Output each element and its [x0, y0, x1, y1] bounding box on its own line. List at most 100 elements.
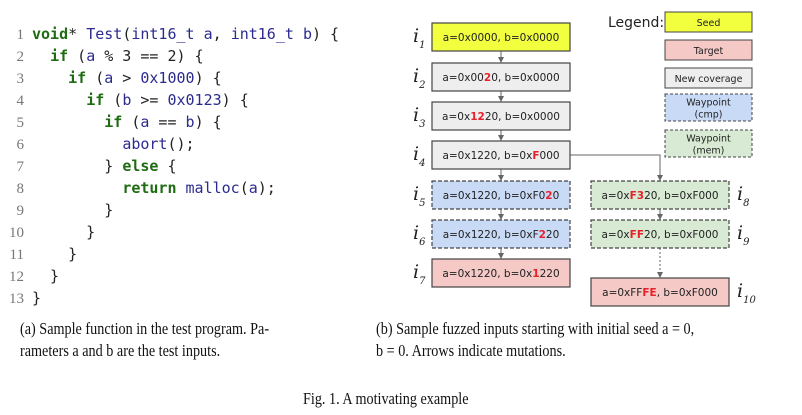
mutated-bytes: 2	[545, 190, 552, 202]
code-line: 6 abort();	[0, 133, 339, 155]
caption-b-line1: (b) Sample fuzzed inputs starting with i…	[376, 319, 695, 338]
value-text: 0, b=0x0000	[491, 72, 559, 84]
code-text: ) {	[311, 25, 340, 43]
code-text: ==	[149, 113, 186, 131]
input-box-i9: a=0xFF20, b=0xF000 i9	[590, 219, 750, 249]
code-text	[32, 135, 122, 153]
value-text: 20, b=0xF000	[644, 229, 718, 241]
mutated-bytes: 2	[484, 72, 491, 84]
legend-label: New coverage	[675, 74, 743, 85]
code-text: }	[32, 157, 123, 175]
value-text: , b=0xF000	[657, 287, 718, 299]
legend-item-target: Target	[664, 39, 753, 61]
code-text: }	[32, 201, 114, 219]
code-identifier: abort	[122, 135, 168, 153]
code-text: ();	[167, 135, 195, 153]
input-value: a=0x0020, b=0x0000	[442, 72, 559, 84]
input-label: i5	[413, 183, 425, 209]
value-text: 20, b=0xF000	[644, 190, 718, 202]
input-value: a=0x1220, b=0xF000	[442, 150, 559, 162]
input-value: a=0xFF20, b=0xF000	[602, 229, 719, 241]
code-identifier: a	[86, 47, 96, 65]
value-text: a=0xFF	[602, 287, 642, 299]
code-keyword: if	[68, 69, 87, 87]
legend-label: (mem)	[693, 146, 725, 157]
code-identifier: 0x0123	[167, 91, 222, 109]
mutated-bytes: 1	[532, 268, 539, 280]
input-label: i10	[737, 280, 756, 306]
code-identifier: int16_t	[230, 25, 294, 43]
value-text: 000	[540, 150, 560, 162]
code-text: ,	[212, 25, 231, 43]
code-line: 7 } else {	[0, 155, 339, 177]
code-text: ) {	[194, 113, 222, 131]
value-text: 20	[546, 229, 559, 241]
input-label: i9	[737, 222, 750, 248]
input-label: i1	[413, 25, 425, 51]
line-number: 1	[16, 27, 25, 43]
value-text: a=0x	[602, 229, 630, 241]
code-identifier: b	[122, 91, 132, 109]
code-identifier: 0x1000	[140, 69, 195, 87]
code-line: 4 if (b >= 0x0123) {	[0, 89, 339, 111]
code-text: (	[239, 179, 249, 197]
input-box-i10: a=0xFFFE, b=0xF000 i10	[590, 277, 756, 307]
code-text: }	[32, 289, 42, 307]
code-keyword: if	[104, 113, 123, 131]
code-identifier: Test	[86, 25, 123, 43]
value-text: a=0x1220, b=0x	[442, 268, 532, 280]
value-text: a=0x1220, b=0xF0	[443, 190, 546, 202]
code-identifier: a	[203, 25, 213, 43]
line-number: 5	[16, 115, 25, 131]
figure-caption: Fig. 1. A motivating example	[303, 389, 469, 408]
input-label: i2	[413, 65, 425, 91]
code-text: }	[32, 245, 78, 263]
code-identifier: b	[302, 25, 312, 43]
input-label: i6	[413, 222, 426, 248]
code-line: 5 if (a == b) {	[0, 111, 339, 133]
mutation-arrows	[498, 51, 663, 278]
code-line: 12 }	[0, 265, 339, 287]
value-text: 220	[540, 268, 560, 280]
input-value: a=0xFFFE, b=0xF000	[602, 287, 718, 299]
input-value: a=0x0000, b=0x0000	[443, 32, 560, 44]
code-text: >	[113, 69, 141, 87]
code-text	[195, 25, 204, 43]
legend-label: Target	[693, 46, 724, 57]
line-number: 9	[16, 203, 25, 219]
line-number: 8	[16, 181, 25, 197]
legend-item-mem: Waypoint(mem)	[664, 129, 753, 158]
line-number: 6	[16, 137, 25, 153]
code-text: (	[122, 25, 132, 43]
mutated-bytes: 2	[539, 229, 546, 241]
legend-label: (cmp)	[695, 110, 723, 121]
code-text: >=	[131, 91, 168, 109]
line-number: 4	[16, 93, 25, 109]
code-text	[32, 113, 104, 131]
code-line: 9 }	[0, 199, 339, 221]
code-keyword: void	[32, 25, 69, 43]
mutated-bytes: FE	[642, 287, 656, 299]
code-identifier: a	[104, 69, 114, 87]
code-keyword: return	[122, 179, 177, 197]
line-number: 7	[16, 159, 25, 175]
code-text: (	[104, 91, 123, 109]
line-number: 2	[16, 49, 25, 65]
code-text	[32, 179, 122, 197]
code-line: 11 }	[0, 243, 339, 265]
code-identifier: int16_t	[131, 25, 195, 43]
code-text: (	[122, 113, 141, 131]
input-value: a=0x1220, b=0xF220	[443, 229, 560, 241]
code-text	[294, 25, 303, 43]
legend-title: Legend:	[608, 15, 664, 31]
input-value: a=0x1220, b=0x0000	[442, 111, 560, 123]
